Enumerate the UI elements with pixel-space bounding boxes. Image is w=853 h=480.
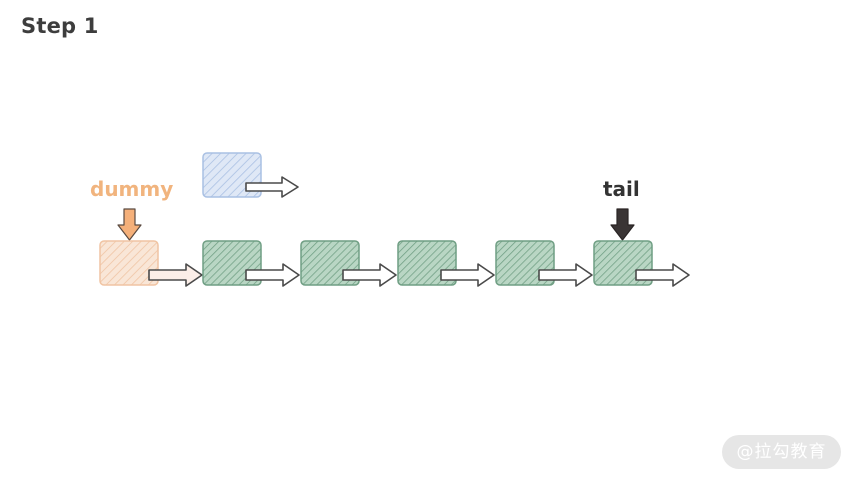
- tail-node-next-arrow: [635, 263, 690, 287]
- tail-pointer-arrow: [610, 208, 635, 241]
- list-node-next-arrow: [342, 263, 397, 287]
- list-node-next-arrow: [538, 263, 593, 287]
- dummy-node: [99, 240, 159, 286]
- watermark: @拉勾教育: [722, 435, 841, 469]
- new-node-next-arrow: [245, 176, 299, 198]
- list-node-next-arrow: [440, 263, 495, 287]
- dummy-next-arrow: [148, 263, 203, 287]
- tail-label: tail: [603, 177, 640, 201]
- list-node-next-arrow: [245, 263, 300, 287]
- dummy-pointer-arrow: [117, 208, 142, 241]
- dummy-label: dummy: [90, 177, 174, 201]
- step-title: Step 1: [21, 14, 99, 38]
